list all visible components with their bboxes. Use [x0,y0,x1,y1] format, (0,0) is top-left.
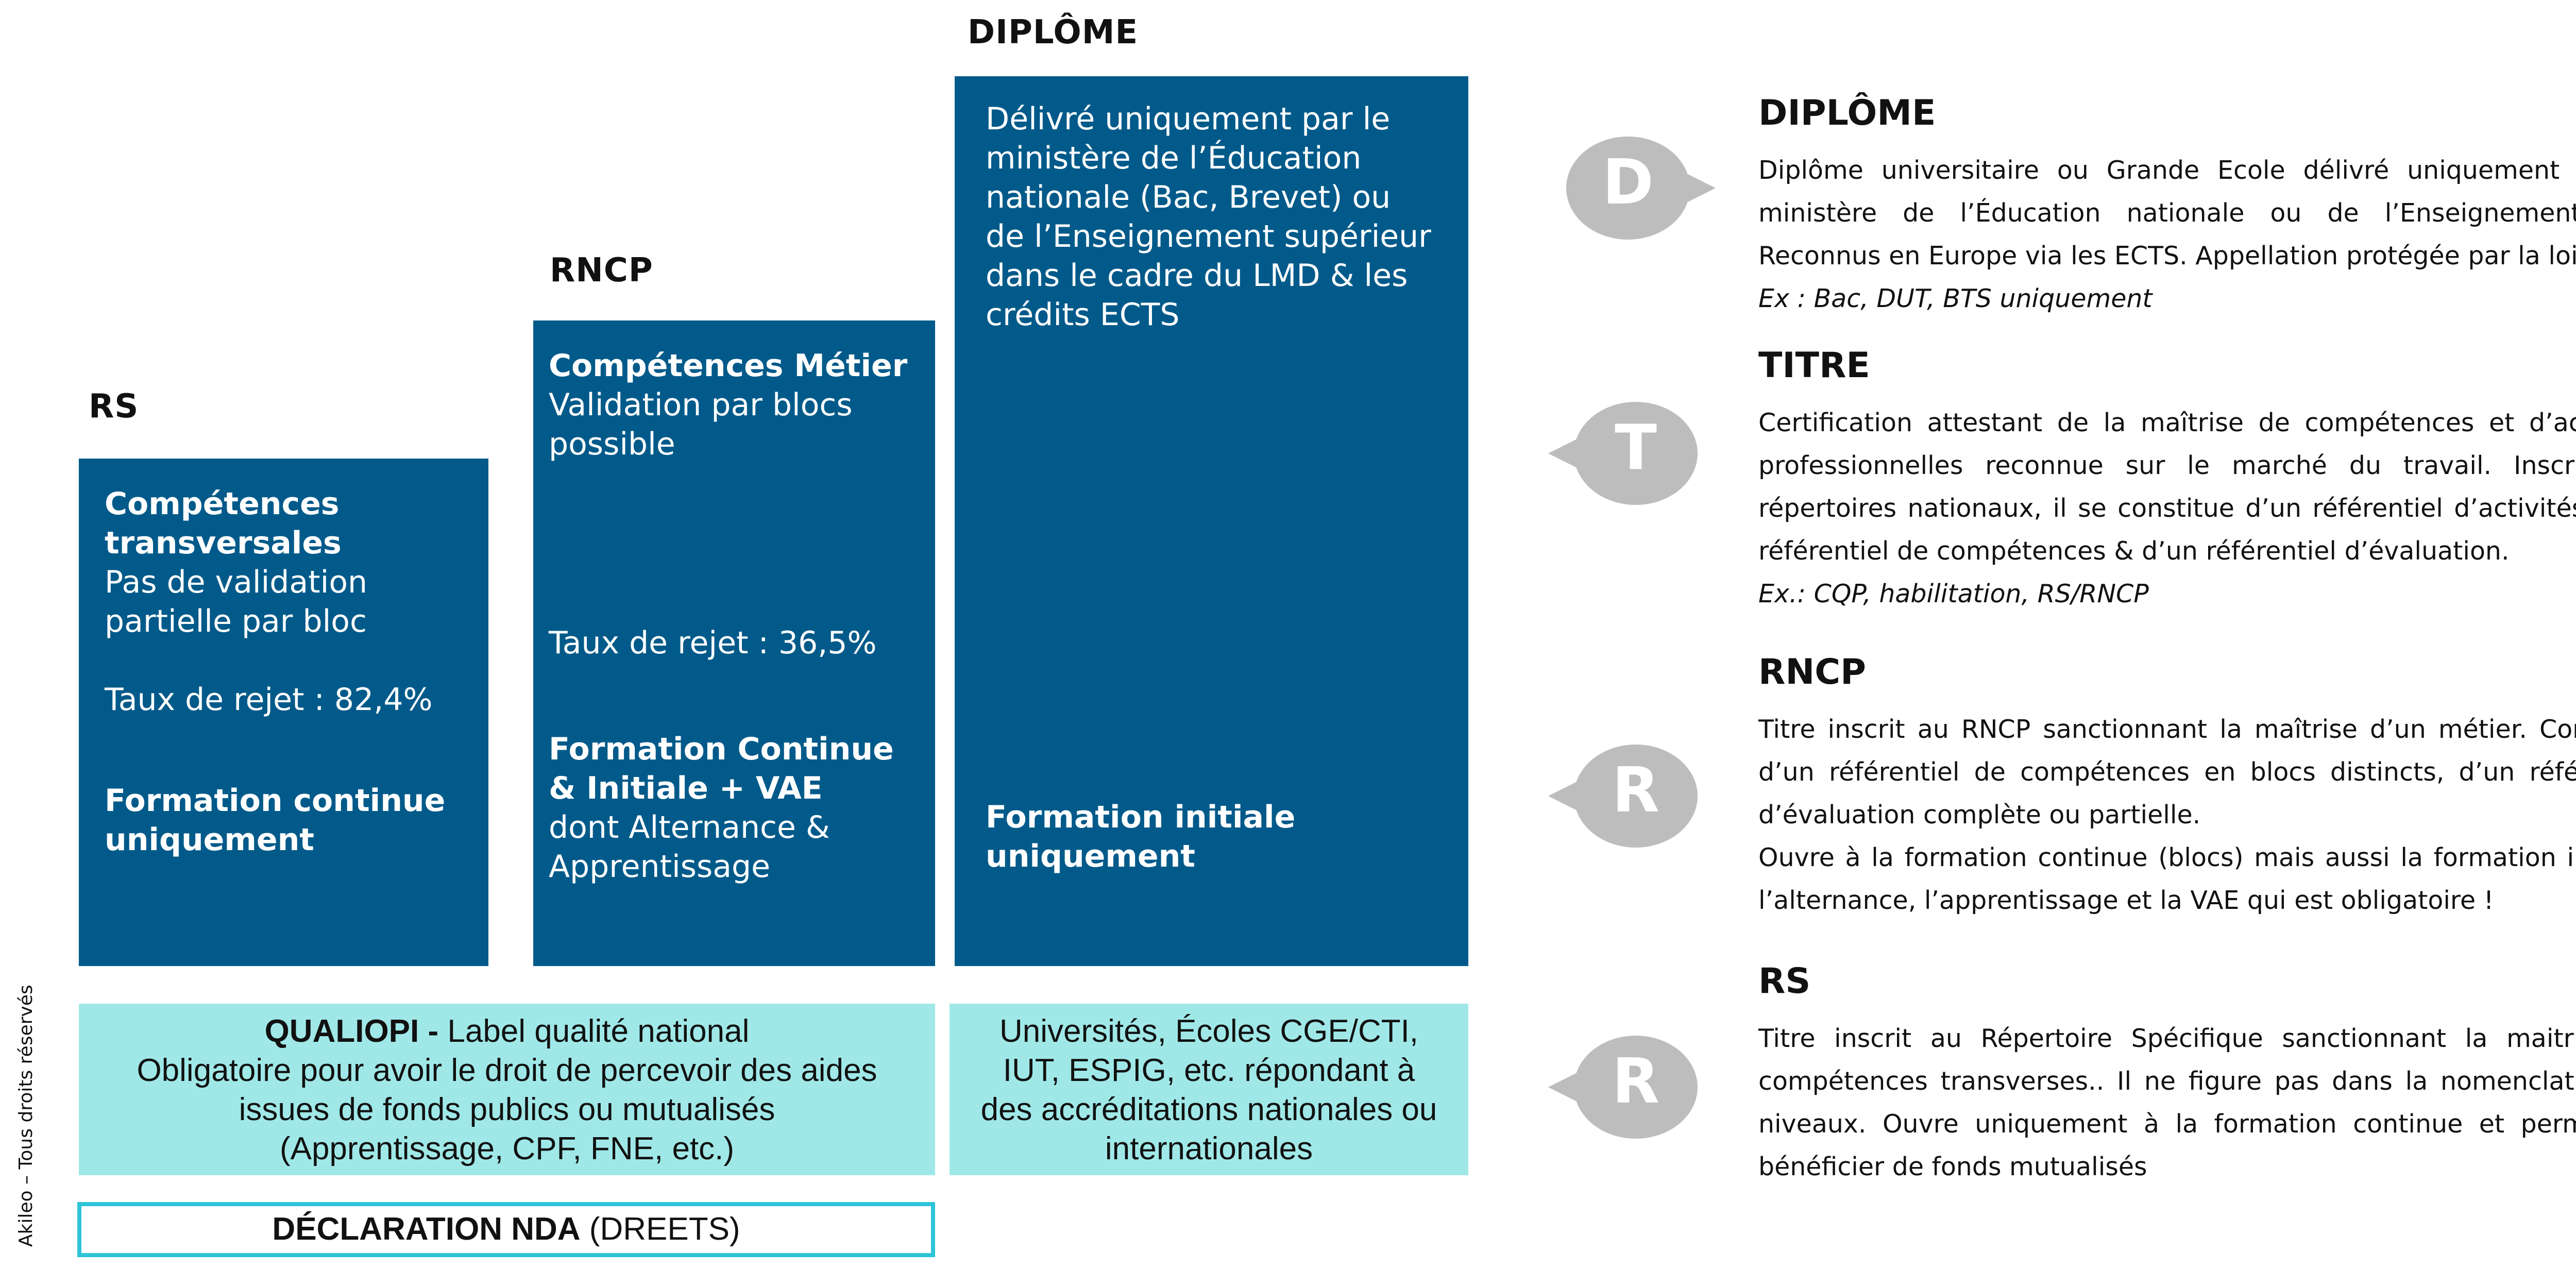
rncp-formation-sub: dont Alternance & Apprentissage [549,809,830,885]
universities-line-4: internationales [1105,1131,1313,1166]
bubble-t-icon: T [1548,402,1698,505]
definition-rs-body: Titre inscrit au Répertoire Spécifique s… [1758,1024,2576,1181]
bubble-letter-r-rncp: R [1612,755,1659,826]
bubble-r-rs-icon: R [1548,1036,1698,1139]
definition-diplome: DIPLÔME Diplôme universitaire ou Grande … [1758,93,2576,320]
diplome-box: Délivré uniquement par le ministère de l… [955,76,1468,966]
definition-diplome-text: Diplôme universitaire ou Grande Ecole dé… [1758,149,2576,320]
copyright-text: Akileo – Tous droits réservés [15,985,37,1247]
definition-titre-title: TITRE [1758,345,1870,386]
bubble-d-icon: D [1566,137,1716,240]
rs-box: Compétences transversales Pas de validat… [79,459,488,966]
qualiopi-line-4: (Apprentissage, CPF, FNE, etc.) [279,1131,735,1166]
rncp-formation: Formation Continue & Initiale + VAE [549,731,894,806]
rs-subtitle: Pas de validation partielle par bloc [105,564,368,639]
bubble-letter-t: T [1615,412,1657,484]
definition-titre: TITRE Certification attestant de la maît… [1758,345,2576,615]
universities-line-2: IUT, ESPIG, etc. répondant à [1003,1053,1415,1088]
definition-diplome-title: DIPLÔME [1758,93,1936,133]
universities-line-3: des accréditations nationales ou [980,1092,1437,1127]
definition-rs-text: Titre inscrit au Répertoire Spécifique s… [1758,1017,2576,1188]
qualiopi-line-1: QUALIOPI - Label qualité national [79,1012,935,1051]
qualiopi-label-rest: Label qualité national [438,1013,750,1049]
definition-rs-title: RS [1758,961,1811,1002]
rs-title: Compétences transversales [105,486,342,561]
definition-rs: RS Titre inscrit au Répertoire Spécifiqu… [1758,961,2576,1188]
definition-titre-body: Certification attestant de la maîtrise d… [1758,408,2576,566]
definition-diplome-example: Ex : Bac, DUT, BTS uniquement [1758,284,2153,313]
definition-diplome-body: Diplôme universitaire ou Grande Ecole dé… [1758,156,2576,270]
qualiopi-label: QUALIOPI - [264,1013,439,1049]
rs-rejection-rate: Taux de rejet : 82,4% [105,682,433,718]
bubble-r-rncp-icon: R [1548,745,1698,848]
universities-line-1: Universités, Écoles CGE/CTI, [999,1013,1419,1049]
rncp-rejection-rate: Taux de rejet : 36,5% [549,625,877,661]
diplome-description: Délivré uniquement par le ministère de l… [986,101,1431,333]
definition-titre-example: Ex.: CQP, habilitation, RS/RNCP [1758,579,2149,608]
rncp-title: Compétences Métier [549,348,908,384]
definition-rncp-body-2: Ouvre à la formation continue (blocs) ma… [1758,843,2576,915]
definition-rncp-text: Titre inscrit au RNCP sanctionnant la ma… [1758,708,2576,922]
bubble-letter-d: D [1602,147,1654,218]
nda-label: DÉCLARATION NDA [272,1211,581,1247]
nda-label-rest: (DREETS) [580,1211,740,1247]
rs-column-header: RS [89,387,139,426]
qualiopi-line-3: issues de fonds publics ou mutualisés [239,1092,775,1127]
diplome-formation: Formation initiale uniquement [986,799,1296,874]
qualiopi-box: QUALIOPI - Label qualité national Obliga… [79,1004,935,1175]
nda-box: DÉCLARATION NDA (DREETS) [77,1202,935,1257]
rncp-subtitle: Validation par blocs possible [549,387,853,462]
rncp-box: Compétences Métier Validation par blocs … [533,320,935,966]
qualiopi-line-2: Obligatoire pour avoir le droit de perce… [137,1053,877,1088]
bubble-letter-r-rs: R [1612,1046,1659,1118]
rncp-column-header: RNCP [550,251,653,290]
definition-titre-text: Certification attestant de la maîtrise d… [1758,401,2576,615]
universities-box: Universités, Écoles CGE/CTI, IUT, ESPIG,… [950,1004,1468,1175]
definition-rncp-body: Titre inscrit au RNCP sanctionnant la ma… [1758,715,2576,830]
definition-rncp: RNCP Titre inscrit au RNCP sanctionnant … [1758,652,2576,922]
rs-formation: Formation continue uniquement [105,783,446,858]
diplome-column-header: DIPLÔME [968,13,1139,52]
definition-rncp-title: RNCP [1758,652,1867,692]
